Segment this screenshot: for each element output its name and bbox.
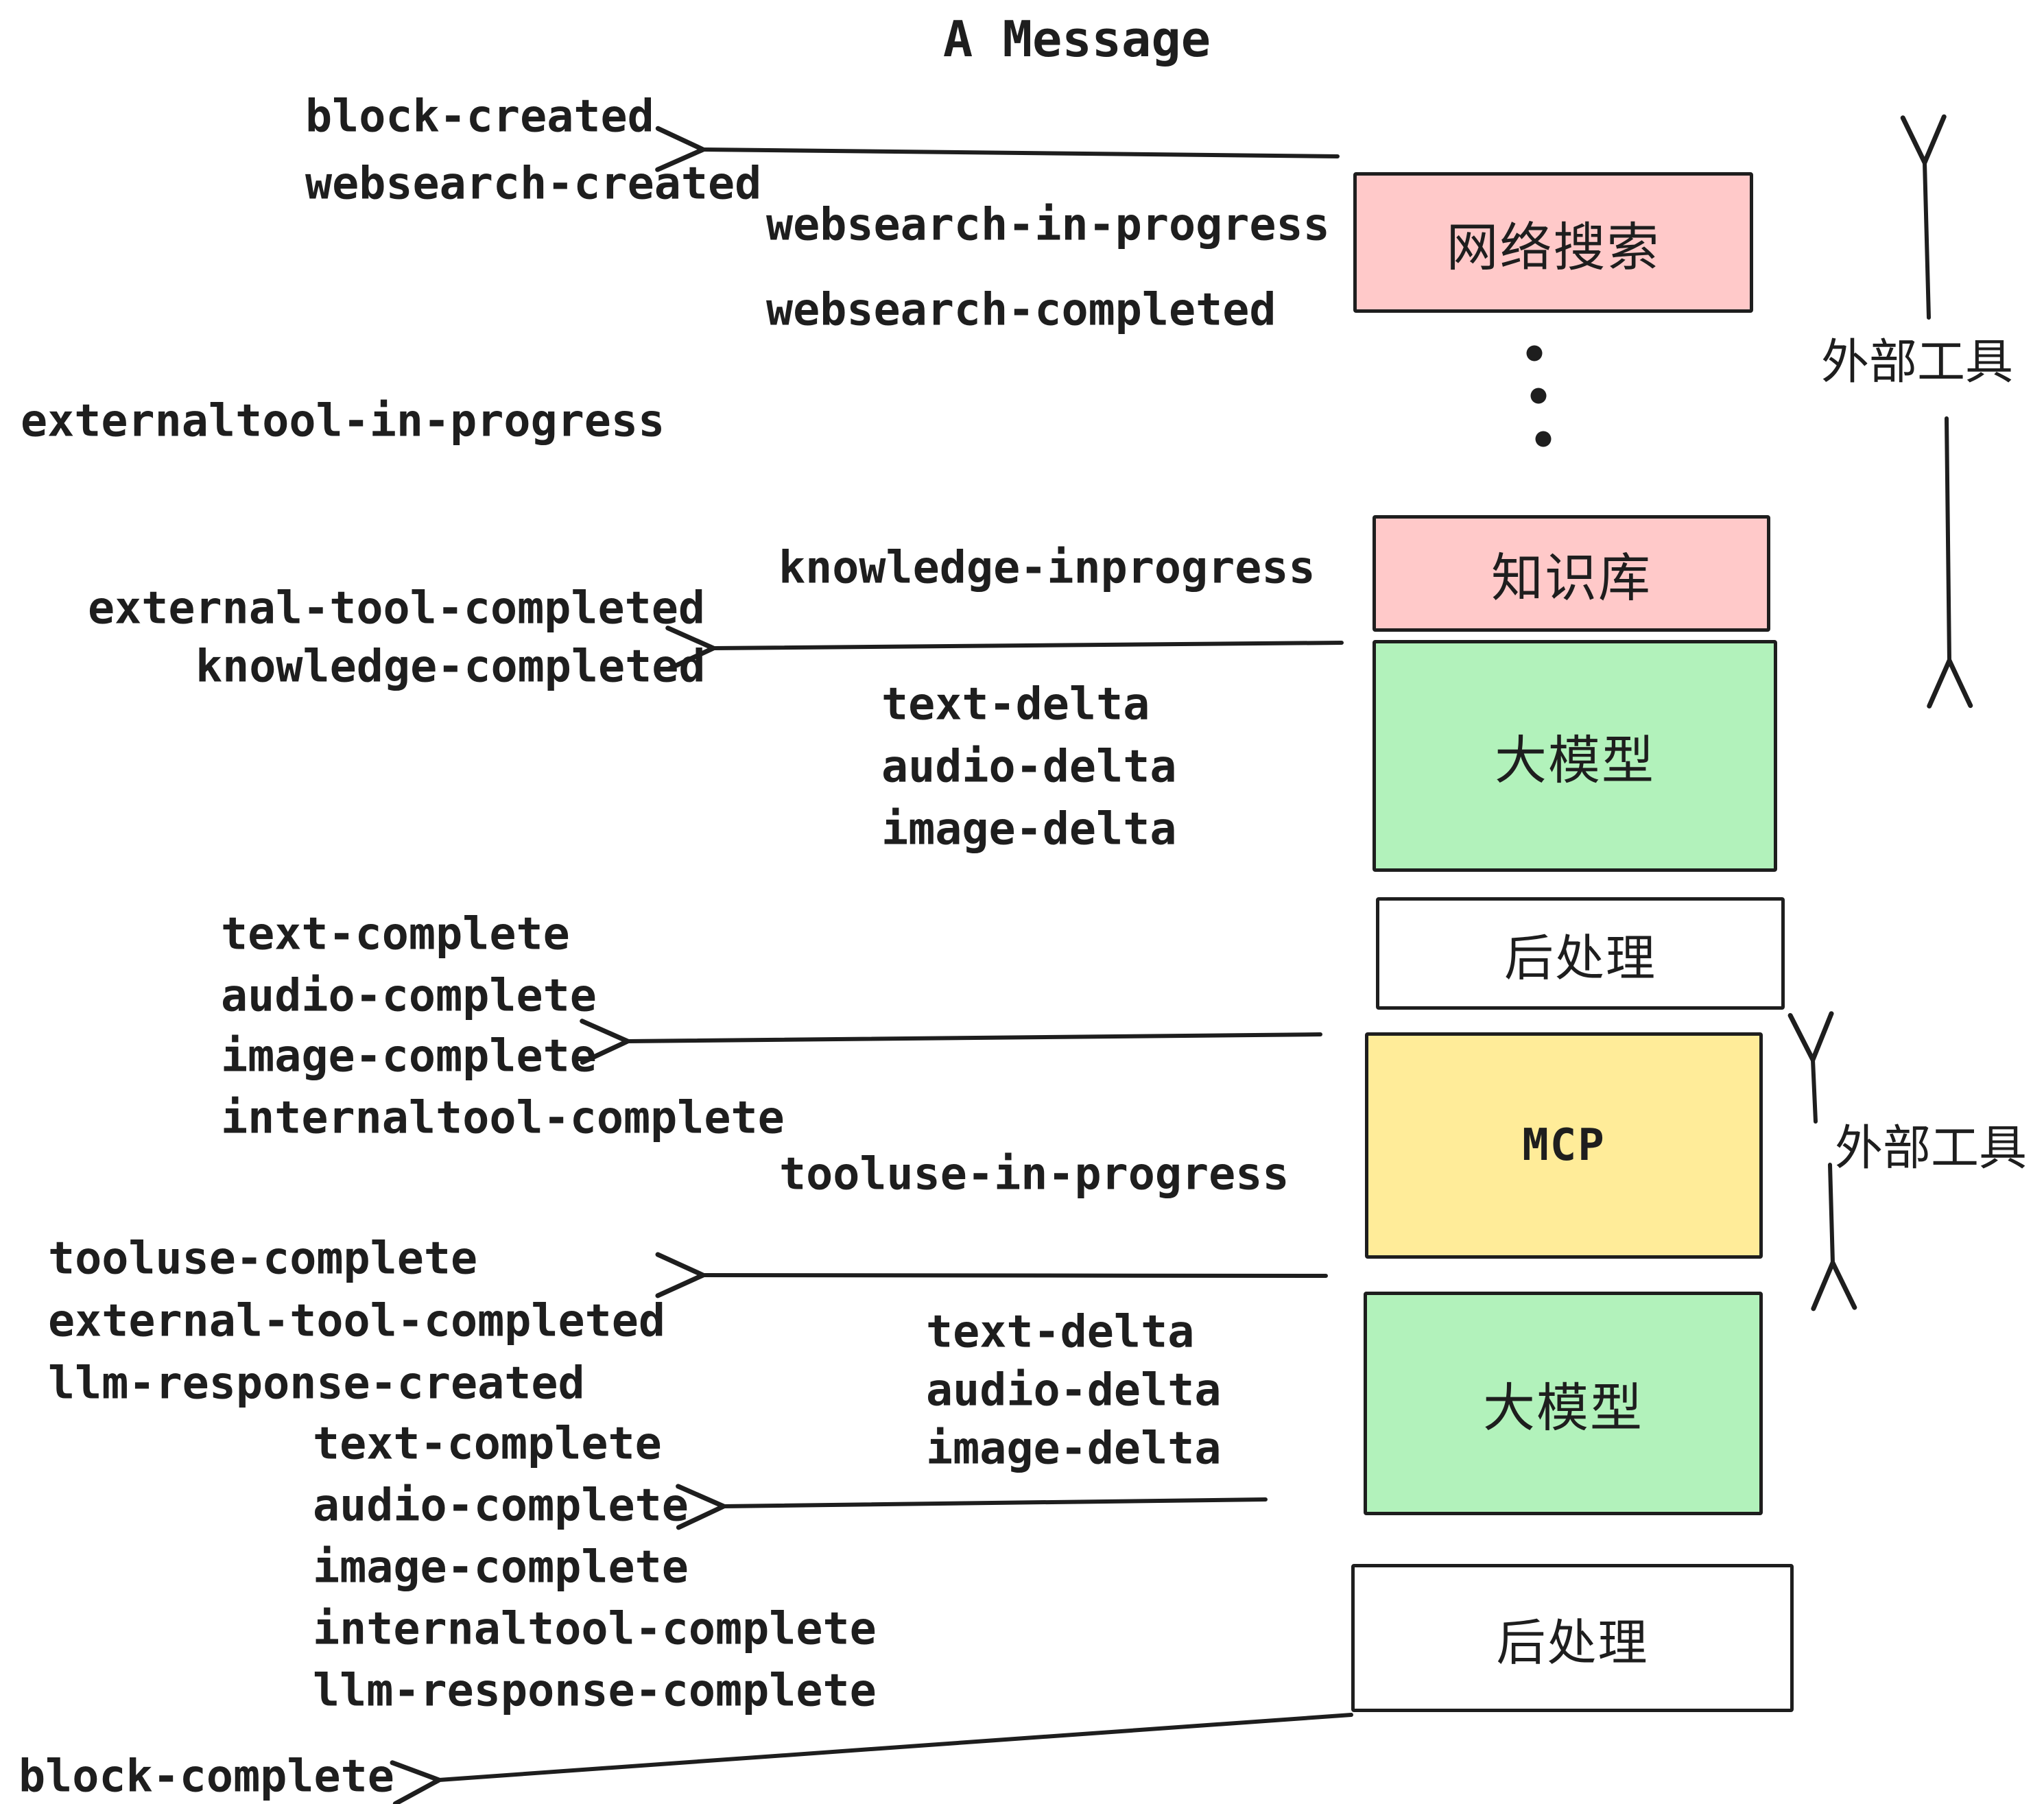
arrow-external-tools-up-2 bbox=[1787, 1011, 1834, 1124]
event-label-audio-delta: audio-delta bbox=[926, 1364, 1222, 1416]
event-label-image-delta: image-delta bbox=[926, 1423, 1222, 1475]
box-postprocess-1: 后处理 bbox=[1376, 897, 1785, 1010]
box-llm-2-label: 大模型 bbox=[1483, 1377, 1643, 1438]
arrow-to-image-complete bbox=[580, 1019, 1322, 1065]
event-label-tooluse-in-progress: tooluse-in-progress bbox=[779, 1148, 1290, 1200]
arrow-to-tooluse-complete bbox=[655, 1252, 1328, 1298]
event-label-externaltool-in-progress: externaltool-in-progress bbox=[21, 395, 665, 447]
event-label-websearch-completed: websearch-completed bbox=[766, 284, 1276, 336]
ellipsis-dot bbox=[1526, 345, 1543, 361]
event-label-llm-response-created: llm-response-created bbox=[48, 1357, 585, 1410]
event-label-image-complete: image-complete bbox=[221, 1030, 597, 1082]
box-llm-2: 大模型 bbox=[1364, 1292, 1763, 1515]
event-label-block-created: block-created bbox=[305, 91, 654, 143]
arrow-external-tools-down-2 bbox=[1811, 1163, 1857, 1312]
box-postprocess-2: 后处理 bbox=[1351, 1564, 1794, 1712]
event-label-knowledge-completed: knowledge-completed bbox=[195, 641, 706, 693]
event-label-llm-response-complete: llm-response-complete bbox=[313, 1665, 877, 1717]
event-label-internaltool-complete: internaltool-complete bbox=[221, 1092, 785, 1144]
event-label-external-tool-completed: external-tool-completed bbox=[48, 1295, 666, 1347]
box-websearch: 网络搜索 bbox=[1353, 172, 1753, 313]
ellipsis-dot bbox=[1530, 388, 1547, 404]
event-label-tooluse-complete: tooluse-complete bbox=[48, 1233, 478, 1285]
box-knowledge-label: 知识库 bbox=[1491, 547, 1652, 608]
arrow-to-knowledge-completed bbox=[665, 626, 1344, 672]
arrow-to-block-created bbox=[655, 126, 1340, 172]
event-label-websearch-created: websearch-created bbox=[305, 158, 762, 210]
event-label-text-delta: text-delta bbox=[881, 678, 1150, 731]
box-mcp: MCP bbox=[1365, 1032, 1763, 1259]
arrow-to-block-complete bbox=[390, 1713, 1353, 1804]
event-label-text-complete: text-complete bbox=[313, 1418, 662, 1470]
event-label-websearch-in-progress: websearch-in-progress bbox=[766, 199, 1330, 251]
event-label-external-tool-completed: external-tool-completed bbox=[88, 582, 706, 634]
event-label-image-delta: image-delta bbox=[881, 803, 1177, 855]
box-llm-1-label: 大模型 bbox=[1495, 730, 1655, 791]
arrow-external-tools-down-1 bbox=[1927, 416, 1973, 709]
event-label-internaltool-complete: internaltool-complete bbox=[313, 1603, 877, 1655]
event-label-block-complete: block-complete bbox=[19, 1750, 394, 1803]
box-mcp-label: MCP bbox=[1522, 1120, 1606, 1171]
ellipsis-dot bbox=[1535, 431, 1552, 447]
arrow-external-tools-up-1 bbox=[1900, 114, 1947, 320]
event-label-knowledge-inprogress: knowledge-inprogress bbox=[779, 542, 1316, 594]
box-websearch-label: 网络搜索 bbox=[1446, 216, 1661, 278]
arrow-to-audio-complete bbox=[676, 1484, 1268, 1530]
box-llm-1: 大模型 bbox=[1372, 640, 1777, 872]
event-label-text-complete: text-complete bbox=[221, 908, 570, 960]
event-label-audio-complete: audio-complete bbox=[221, 970, 597, 1022]
external-tools-label: 外部工具 bbox=[1821, 333, 2013, 390]
event-label-text-delta: text-delta bbox=[926, 1306, 1195, 1358]
box-postprocess-2-label: 后处理 bbox=[1496, 1613, 1649, 1672]
event-label-audio-complete: audio-complete bbox=[313, 1480, 689, 1532]
event-label-audio-delta: audio-delta bbox=[881, 741, 1177, 793]
event-label-image-complete: image-complete bbox=[313, 1541, 689, 1593]
box-knowledge: 知识库 bbox=[1372, 515, 1770, 632]
box-postprocess-1-label: 后处理 bbox=[1504, 929, 1656, 987]
page-title: A Message bbox=[942, 10, 1211, 68]
external-tools-label: 外部工具 bbox=[1835, 1119, 2027, 1176]
